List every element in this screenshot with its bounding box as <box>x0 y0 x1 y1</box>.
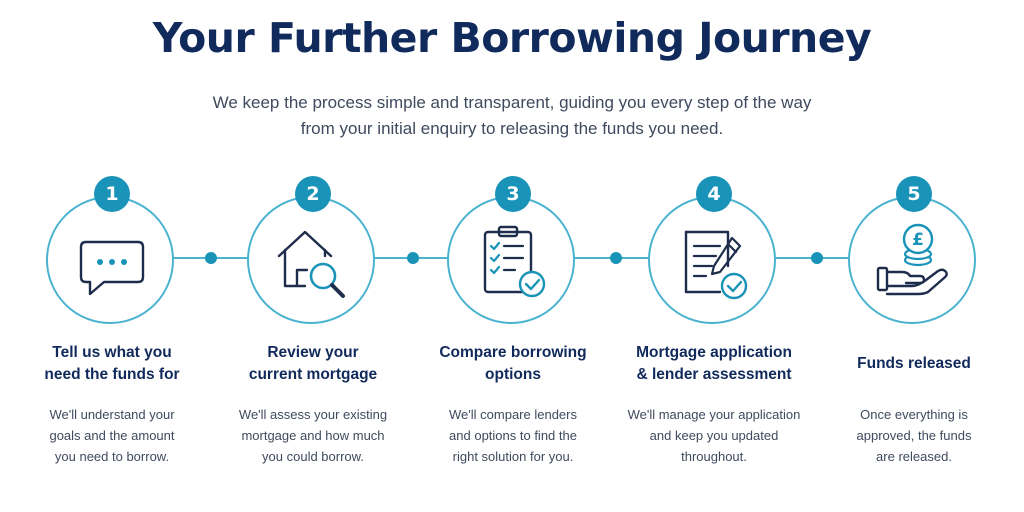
hand-pound-coin-icon: £ <box>876 223 948 296</box>
step-description: Once everything is approved, the funds a… <box>856 407 972 464</box>
step-title: Compare borrowing options <box>439 344 587 383</box>
page-subtitle: We keep the process simple and transpare… <box>0 90 1024 142</box>
page-title: Your Further Borrowing Journey <box>152 14 872 62</box>
step-circle <box>247 196 375 324</box>
chat-bubble-icon <box>79 240 145 296</box>
step-circle <box>848 196 976 324</box>
step-description: We'll compare lenders and options to fin… <box>449 407 577 464</box>
step-number-badge: 2 <box>295 176 331 212</box>
subtitle-line: from your initial enquiry to releasing t… <box>300 119 724 138</box>
step-description: We'll understand your goals and the amou… <box>49 407 175 464</box>
svg-text:£: £ <box>912 230 924 250</box>
document-pen-check-icon <box>684 230 748 300</box>
step-title: Tell us what you need the funds for <box>44 344 180 383</box>
step-number-badge: 1 <box>94 176 130 212</box>
clipboard-checklist-icon <box>483 225 546 298</box>
house-magnifier-icon <box>277 230 345 298</box>
step-number-badge: 4 <box>696 176 732 212</box>
step-circle <box>648 196 776 324</box>
subtitle-line: We keep the process simple and transpare… <box>212 93 812 112</box>
connector-dot <box>407 252 419 264</box>
step-title: Funds released <box>857 355 971 372</box>
step-number-badge: 5 <box>896 176 932 212</box>
connector-dot <box>205 252 217 264</box>
step-title: Mortgage application & lender assessment <box>636 344 792 383</box>
step-number-badge: 3 <box>495 176 531 212</box>
step-description: We'll assess your existing mortgage and … <box>238 407 388 464</box>
step-title: Review your current mortgage <box>248 344 378 383</box>
step-description: We'll manage your application and keep y… <box>627 407 801 464</box>
connector-dot <box>610 252 622 264</box>
connector-dot <box>811 252 823 264</box>
